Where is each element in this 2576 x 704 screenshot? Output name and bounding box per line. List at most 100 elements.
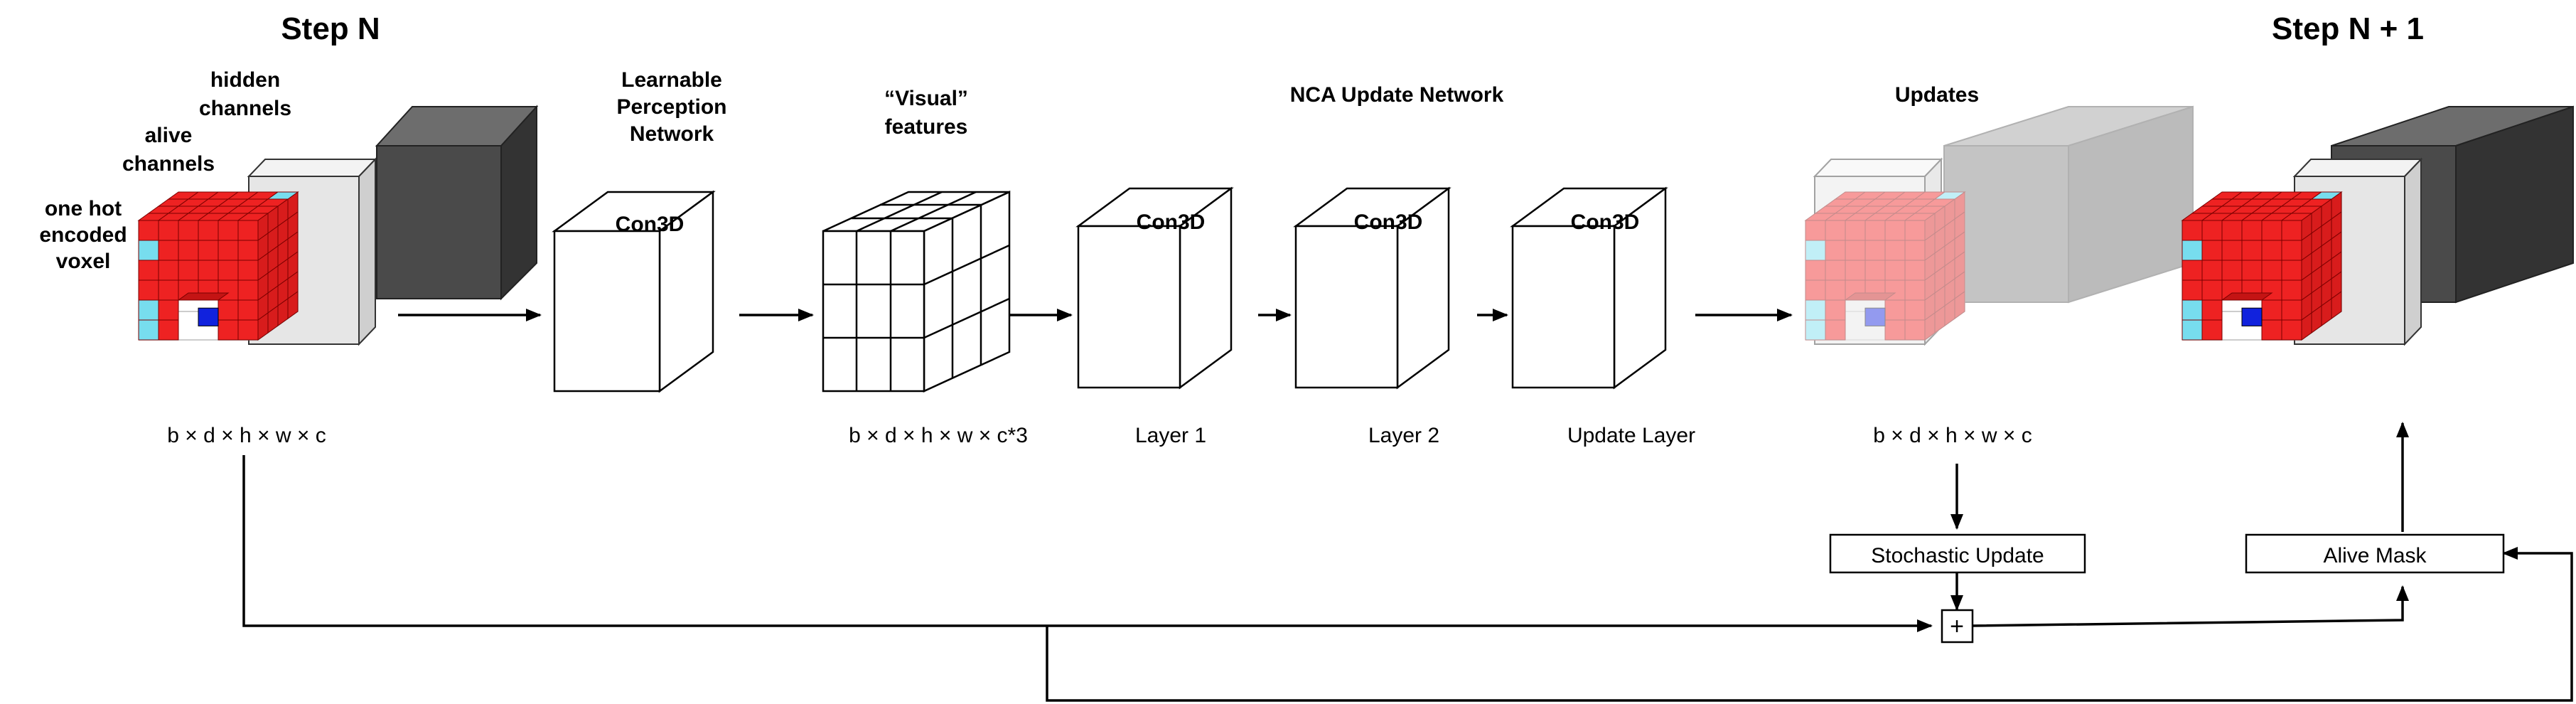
input-front-voxel [158, 240, 179, 261]
output-front-voxel [2261, 240, 2282, 261]
updates-front-voxel [1805, 299, 1826, 321]
output-front-voxel [2241, 260, 2263, 281]
updates-side-voxel [1924, 252, 1936, 281]
updates-blue-voxel [1864, 307, 1886, 326]
output-front-voxel [2201, 319, 2223, 341]
updates-top-voxel [1854, 206, 1887, 214]
output-front-voxel [2201, 260, 2223, 281]
updates-front-voxel [1884, 299, 1906, 321]
input-front-voxel [198, 260, 219, 281]
visual-features-cube [822, 191, 1011, 393]
residual-flow [242, 422, 2573, 702]
input-front-voxel [138, 260, 159, 281]
updates-front-voxel [1805, 319, 1826, 341]
input-front-voxel [237, 240, 259, 261]
input-front-voxel [158, 299, 179, 321]
updates-side-voxel [1944, 278, 1955, 306]
updates-front-voxel [1825, 279, 1846, 301]
input-front-voxel [218, 240, 239, 261]
input-front-voxel [237, 319, 259, 341]
stochastic-update-label: Stochastic Update [1871, 544, 2044, 567]
alive-mask-box: Alive Mask [2245, 533, 2505, 574]
updates-front-voxel [1864, 240, 1886, 261]
updates-side-voxel [1924, 233, 1936, 261]
updates-side-voxel [1934, 206, 1946, 234]
updates-front-voxel [1825, 240, 1846, 261]
updates-front-voxel [1884, 260, 1906, 281]
output-front-voxel [2281, 260, 2302, 281]
output-front-voxel [2201, 279, 2223, 301]
output-front-voxel [2181, 240, 2203, 261]
input-front-voxel [178, 260, 199, 281]
input-voxel-stack: hidden channels alive channels one hot e… [39, 68, 539, 346]
updates-side-voxel [1934, 305, 1946, 334]
update-layer-con3d-label: Con3D [1571, 210, 1640, 234]
updates-side-voxel [1954, 271, 1965, 299]
updates-side-voxel [1944, 198, 1955, 227]
input-front-voxel [138, 220, 159, 241]
perception-title-3: Network [630, 122, 714, 146]
updates-front-voxel [1825, 220, 1846, 241]
input-front-voxel [218, 319, 239, 341]
output-front-voxel [2281, 240, 2302, 261]
updates-side-voxel [1924, 272, 1936, 301]
output-front-voxel [2181, 220, 2203, 241]
updates-top-voxel [1864, 198, 1896, 207]
updates-front-voxel [1884, 240, 1906, 261]
updates-side-voxel [1944, 238, 1955, 267]
input-front-voxel [158, 319, 179, 341]
layer2-name: Layer 2 [1368, 424, 1439, 447]
input-front-voxel [237, 260, 259, 281]
updates-top-voxel [1914, 206, 1946, 214]
updates-top-voxel [1894, 191, 1926, 200]
updates-top-voxel [1923, 198, 1956, 207]
updates-front-voxel [1825, 260, 1846, 281]
update-layer-name: Update Layer [1567, 424, 1695, 447]
input-front-voxel [158, 279, 179, 301]
updates-front-voxel [1825, 319, 1846, 341]
output-front-voxel [2241, 220, 2263, 241]
updates-voxel-stack [1804, 105, 2194, 346]
updates-top-voxel [1884, 198, 1916, 207]
output-front-voxel [2181, 299, 2203, 321]
output-front-voxel [2281, 299, 2302, 321]
output-front-voxel [2261, 260, 2282, 281]
updates-front-voxel [1864, 279, 1886, 301]
visual-dims-label: b × d × h × w × c*3 [849, 424, 1028, 447]
label-hidden-channels-2: channels [199, 97, 291, 120]
updates-top-voxel [1814, 206, 1847, 214]
updates-hidden-block [1943, 105, 2194, 304]
updates-top-voxel [1834, 191, 1867, 200]
output-front-voxel [2261, 220, 2282, 241]
output-front-voxel [2221, 220, 2243, 241]
input-front-voxel [138, 299, 159, 321]
updates-top-voxel [1804, 213, 1837, 221]
layer2-con3d-label: Con3D [1354, 210, 1423, 234]
updates-front-voxel [1805, 220, 1826, 241]
title-step-n: Step N [281, 11, 380, 46]
input-dims-label: b × d × h × w × c [167, 424, 326, 447]
updates-front-voxel [1904, 319, 1926, 341]
input-front-voxel [198, 220, 219, 241]
input-front-voxel [237, 220, 259, 241]
perception-con3d-label: Con3D [616, 213, 685, 236]
alive-mask-label: Alive Mask [2323, 544, 2427, 567]
updates-top-voxel [1904, 198, 1936, 207]
updates-top-voxel [1854, 191, 1887, 200]
updates-front-voxel [1864, 260, 1886, 281]
updates-side-voxel [1924, 312, 1936, 341]
updates-top-voxel [1874, 191, 1906, 200]
updates-title: Updates [1895, 83, 1979, 107]
input-front-voxel [178, 220, 199, 241]
output-front-voxel [2281, 319, 2302, 341]
output-blue-voxel [2241, 307, 2263, 326]
perception-title-1: Learnable [621, 68, 722, 92]
updates-front-voxel [1904, 240, 1926, 261]
updates-side-voxel [1944, 298, 1955, 326]
input-front-voxel [158, 260, 179, 281]
updates-side-voxel [1944, 218, 1955, 247]
updates-top-voxel [1824, 213, 1857, 221]
updates-top-voxel [1844, 213, 1877, 221]
perception-cube [552, 190, 716, 393]
